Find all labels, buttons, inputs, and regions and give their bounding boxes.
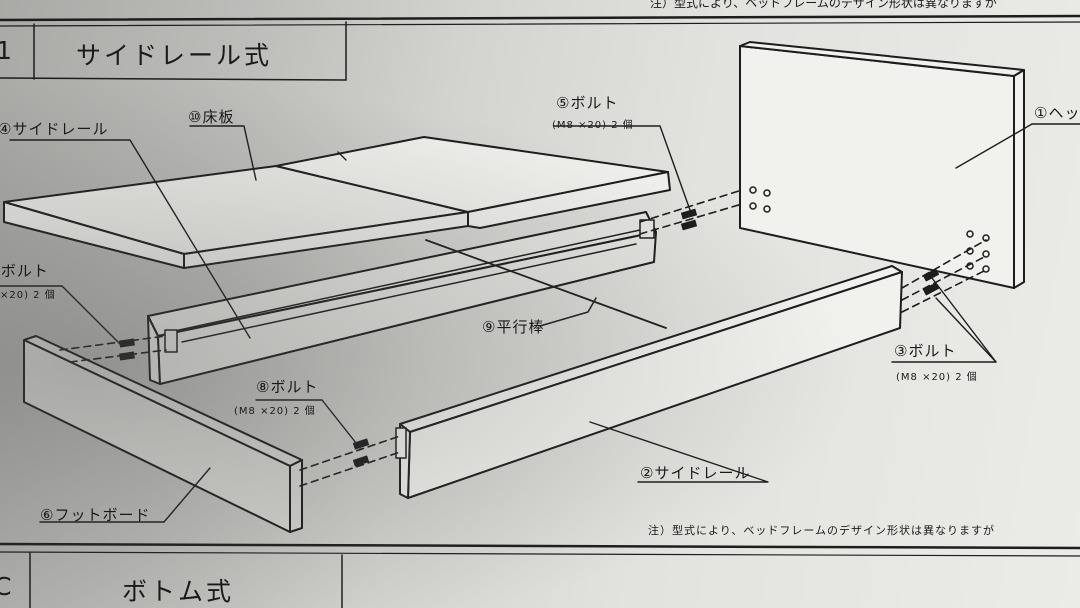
parallel-bar-line [425, 239, 667, 329]
label-bolt5-spec: (M8 ×20) 2 個 [552, 120, 634, 131]
label-side-rail-right: ②サイドレール [640, 464, 751, 482]
header-frame [0, 14, 1080, 81]
header-top-note: 注）型式により、ベッドフレームのデザイン形状は異なりますが [650, 0, 997, 10]
footboard-panel [23, 335, 303, 533]
headboard-panel [739, 41, 1025, 289]
label-floor-board: ⑩床板 [188, 108, 235, 126]
label-headboard: ①ヘッ [1034, 104, 1080, 122]
bottom-section-title: ボトム式 [122, 577, 235, 606]
section-code-bottom: C [0, 572, 15, 601]
bolt-dash-lines [59, 189, 987, 487]
label-bolt3: ③ボルト [894, 342, 957, 360]
label-side-rail-left: ④サイドレール [0, 120, 109, 138]
side-rail-front [395, 265, 903, 499]
label-bolt3-spec: (M8 ×20) 2 個 [896, 372, 978, 383]
section-code-top: 1 [0, 36, 15, 65]
label-bolt8: ⑧ボルト [256, 378, 319, 396]
side-rail-rear [147, 211, 657, 385]
bolt-studs [119, 208, 940, 467]
section-title: サイドレール式 [76, 41, 273, 70]
footer-frame [0, 542, 1080, 608]
footer-note: 注）型式により、ベッドフレームのデザイン形状は異なりますが [648, 524, 996, 537]
floor-board-right [275, 136, 671, 229]
label-parallel-bar: ⑨平行棒 [482, 318, 545, 336]
label-bolt-left-spec: ×20) 2 個 [0, 290, 56, 301]
label-bolt-left: )ボルト [0, 262, 49, 280]
leader-lines [0, 123, 1080, 523]
label-bolt8-spec: (M8 ×20) 2 個 [234, 406, 316, 417]
label-footboard: ⑥フットボード [40, 506, 151, 524]
label-bolt5: ⑤ボルト [556, 94, 619, 112]
